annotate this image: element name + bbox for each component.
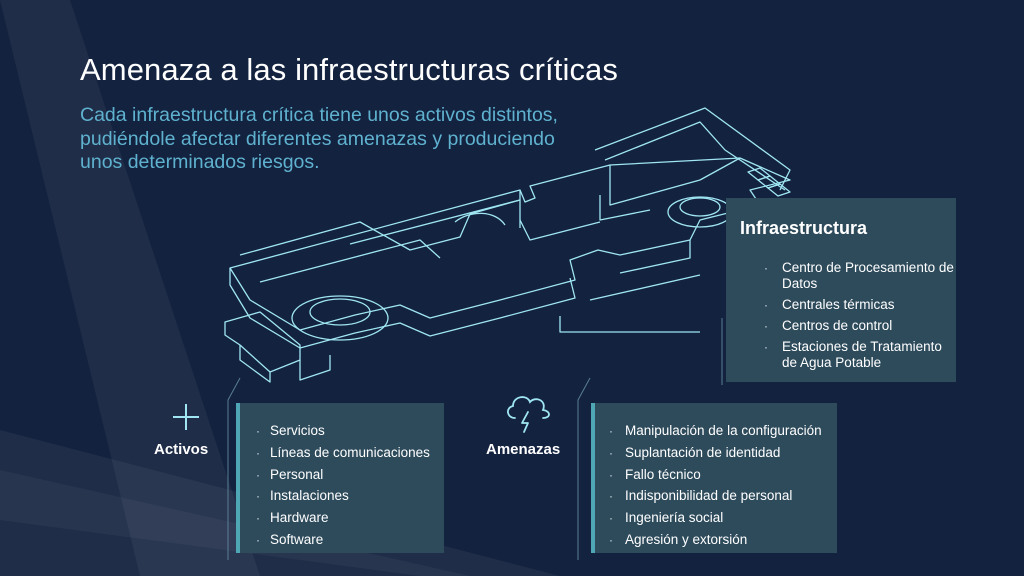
connector-line	[577, 377, 591, 560]
light-beam	[0, 0, 260, 576]
list-item: Centro de Procesamiento de Datos	[756, 260, 956, 292]
list-item: Líneas de comunicaciones	[240, 445, 430, 461]
list-item: Agresión y extorsión	[595, 532, 822, 548]
list-item: Servicios	[240, 423, 430, 439]
amenazas-list: Manipulación de la configuración Suplant…	[595, 423, 822, 554]
activos-label: Activos	[154, 441, 209, 458]
list-item: Indisponibilidad de personal	[595, 488, 822, 504]
amenazas-label: Amenazas	[486, 441, 561, 458]
list-item: Instalaciones	[240, 488, 430, 504]
amenazas-panel: Manipulación de la configuración Suplant…	[591, 403, 837, 553]
list-item: Personal	[240, 467, 430, 483]
plus-icon	[173, 404, 199, 430]
list-item: Ingeniería social	[595, 510, 822, 526]
list-item: Manipulación de la configuración	[595, 423, 822, 439]
activos-panel: Servicios Líneas de comunicaciones Perso…	[236, 403, 444, 553]
infraestructura-list: Centro de Procesamiento de Datos Central…	[756, 260, 956, 376]
list-item: Software	[240, 532, 430, 548]
list-item: Centrales térmicas	[756, 297, 956, 313]
slide-subtitle: Cada infraestructura crítica tiene unos …	[80, 104, 558, 173]
list-item: Centros de control	[756, 318, 956, 334]
list-item: Hardware	[240, 510, 430, 526]
storm-cloud-icon	[507, 396, 550, 433]
list-item: Fallo técnico	[595, 467, 822, 483]
connector-line	[227, 377, 241, 560]
building-wireframe	[224, 107, 791, 383]
list-item: Estaciones de Tratamiento de Agua Potabl…	[756, 339, 956, 371]
infraestructura-title: Infraestructura	[740, 218, 868, 238]
slide-title: Amenaza a las infraestructuras críticas	[80, 52, 618, 87]
infraestructura-panel: Infraestructura Centro de Procesamiento …	[726, 198, 956, 382]
activos-list: Servicios Líneas de comunicaciones Perso…	[240, 423, 430, 554]
list-item: Suplantación de identidad	[595, 445, 822, 461]
